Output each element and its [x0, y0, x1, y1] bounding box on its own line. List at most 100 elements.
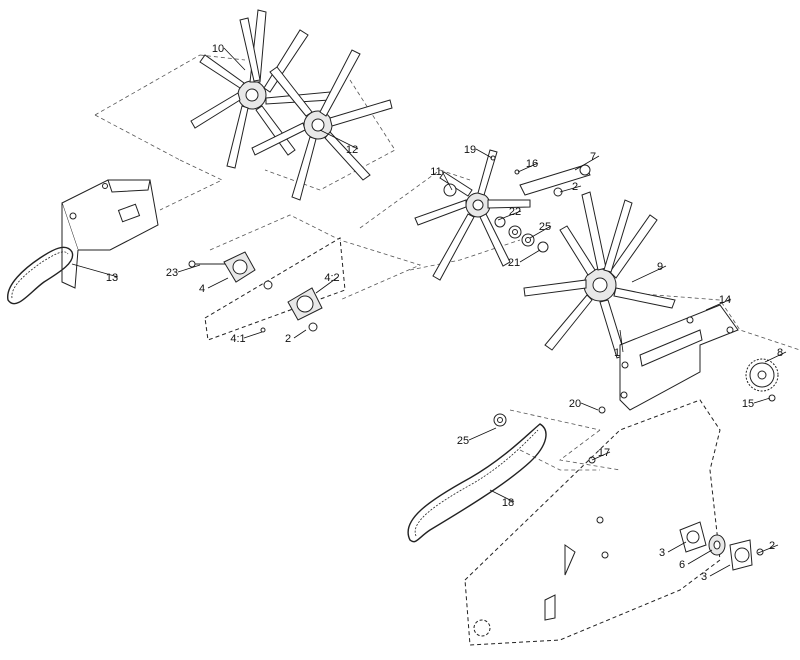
part-number-label: 4:2 — [324, 272, 339, 284]
callout-c11: 11 — [430, 166, 453, 191]
leader-line — [753, 397, 771, 404]
callout-c42: 4:2 — [315, 272, 340, 294]
leader-line — [293, 329, 307, 339]
leader-line — [319, 129, 359, 150]
leader-line — [441, 170, 453, 191]
part-number-label: 3 — [701, 571, 707, 583]
part-number-label: 10 — [212, 43, 224, 55]
callout-c8: 8 — [764, 347, 787, 363]
leader-line — [177, 264, 201, 273]
callout-c22: 22 — [497, 206, 522, 221]
drive-chain-18 — [407, 413, 596, 543]
leader-line — [667, 541, 687, 553]
callout-c18: 18 — [489, 489, 515, 509]
part-number-label: 14 — [719, 294, 731, 306]
part-number-label: 7 — [590, 151, 596, 163]
callout-c25b: 25 — [457, 427, 497, 447]
callout-c21: 21 — [508, 249, 541, 269]
callout-c4: 4 — [199, 277, 229, 295]
part-number-label: 2 — [572, 181, 578, 193]
callout-c13: 13 — [71, 263, 119, 284]
leader-line — [223, 47, 246, 71]
leader-line — [709, 564, 731, 577]
leader-line — [475, 148, 493, 159]
callout-c12: 12 — [319, 129, 359, 156]
part-number-label: 19 — [464, 144, 476, 156]
callout-c14: 14 — [705, 294, 732, 311]
callout-c17: 17 — [591, 447, 611, 461]
leader-line — [497, 210, 522, 221]
leader-line — [529, 225, 552, 239]
callout-c16: 16 — [517, 158, 539, 173]
part-number-label: 6 — [679, 559, 685, 571]
chain-guard-13 — [7, 179, 159, 305]
bearing-mount-4 — [188, 237, 346, 341]
callout-c9: 9 — [631, 261, 667, 283]
guard-plate-14 — [619, 304, 739, 411]
leader-line — [580, 402, 599, 411]
part-number-label: 4 — [199, 283, 205, 295]
callout-c20: 20 — [569, 398, 599, 411]
leader-line — [559, 185, 582, 193]
callout-c7: 7 — [574, 151, 600, 171]
leader-line — [243, 331, 263, 339]
part-number-label: 1 — [614, 347, 620, 359]
leader-line — [519, 249, 541, 263]
part-number-label: 9 — [657, 261, 663, 273]
part-number-label: 11 — [430, 166, 441, 178]
frame-side-plate — [464, 399, 721, 646]
lower-bearing-3-6 — [679, 521, 764, 571]
callout-c2a: 2 — [285, 329, 307, 345]
callout-c25a: 25 — [529, 221, 552, 239]
leader-line — [619, 329, 624, 353]
part-number-label: 16 — [526, 158, 538, 170]
callout-c3b: 3 — [701, 564, 731, 583]
part-number-label: 8 — [777, 347, 783, 359]
part-number-label: 13 — [106, 272, 118, 284]
callout-c6: 6 — [679, 549, 713, 571]
sprocket-8 — [598, 358, 779, 414]
part-number-label: 22 — [509, 206, 521, 218]
callout-c3a: 3 — [659, 541, 687, 559]
part-number-label: 17 — [598, 447, 610, 459]
leader-line — [489, 489, 515, 503]
part-number-label: 25 — [457, 435, 469, 447]
part-number-label: 4:1 — [230, 333, 245, 345]
callout-c41: 4:1 — [230, 331, 263, 345]
leader-line — [574, 155, 600, 171]
callout-c1: 1 — [614, 329, 624, 359]
leader-line — [687, 549, 713, 565]
callout-c15: 15 — [742, 397, 771, 410]
leader-line — [631, 265, 667, 283]
part-number-label: 25 — [539, 221, 551, 233]
part-number-label: 20 — [569, 398, 581, 410]
leader-line — [71, 263, 119, 278]
leader-line — [757, 544, 779, 554]
tine-rotor-9 — [523, 191, 676, 359]
leader-line — [705, 298, 732, 311]
callout-c19: 19 — [464, 144, 493, 159]
tine-rotor-11 — [414, 149, 531, 281]
callout-c10: 10 — [212, 43, 246, 71]
part-number-label: 21 — [508, 257, 520, 269]
part-number-label: 15 — [742, 398, 754, 410]
part-number-label: 23 — [166, 267, 178, 279]
leader-line — [315, 276, 339, 294]
leader-line — [468, 427, 497, 441]
leader-line — [207, 277, 229, 289]
part-number-label: 2 — [769, 540, 775, 552]
leader-line — [591, 451, 611, 461]
leader-line — [764, 351, 787, 363]
part-number-label: 2 — [285, 333, 291, 345]
part-number-label: 18 — [502, 497, 514, 509]
callout-c2b: 2 — [559, 181, 582, 193]
callout-c2c: 2 — [757, 540, 779, 554]
part-number-label: 3 — [659, 547, 665, 559]
callout-c23: 23 — [166, 264, 201, 279]
tine-rotor-12 — [251, 49, 393, 201]
part-number-label: 12 — [346, 144, 358, 156]
leader-line — [517, 162, 539, 173]
